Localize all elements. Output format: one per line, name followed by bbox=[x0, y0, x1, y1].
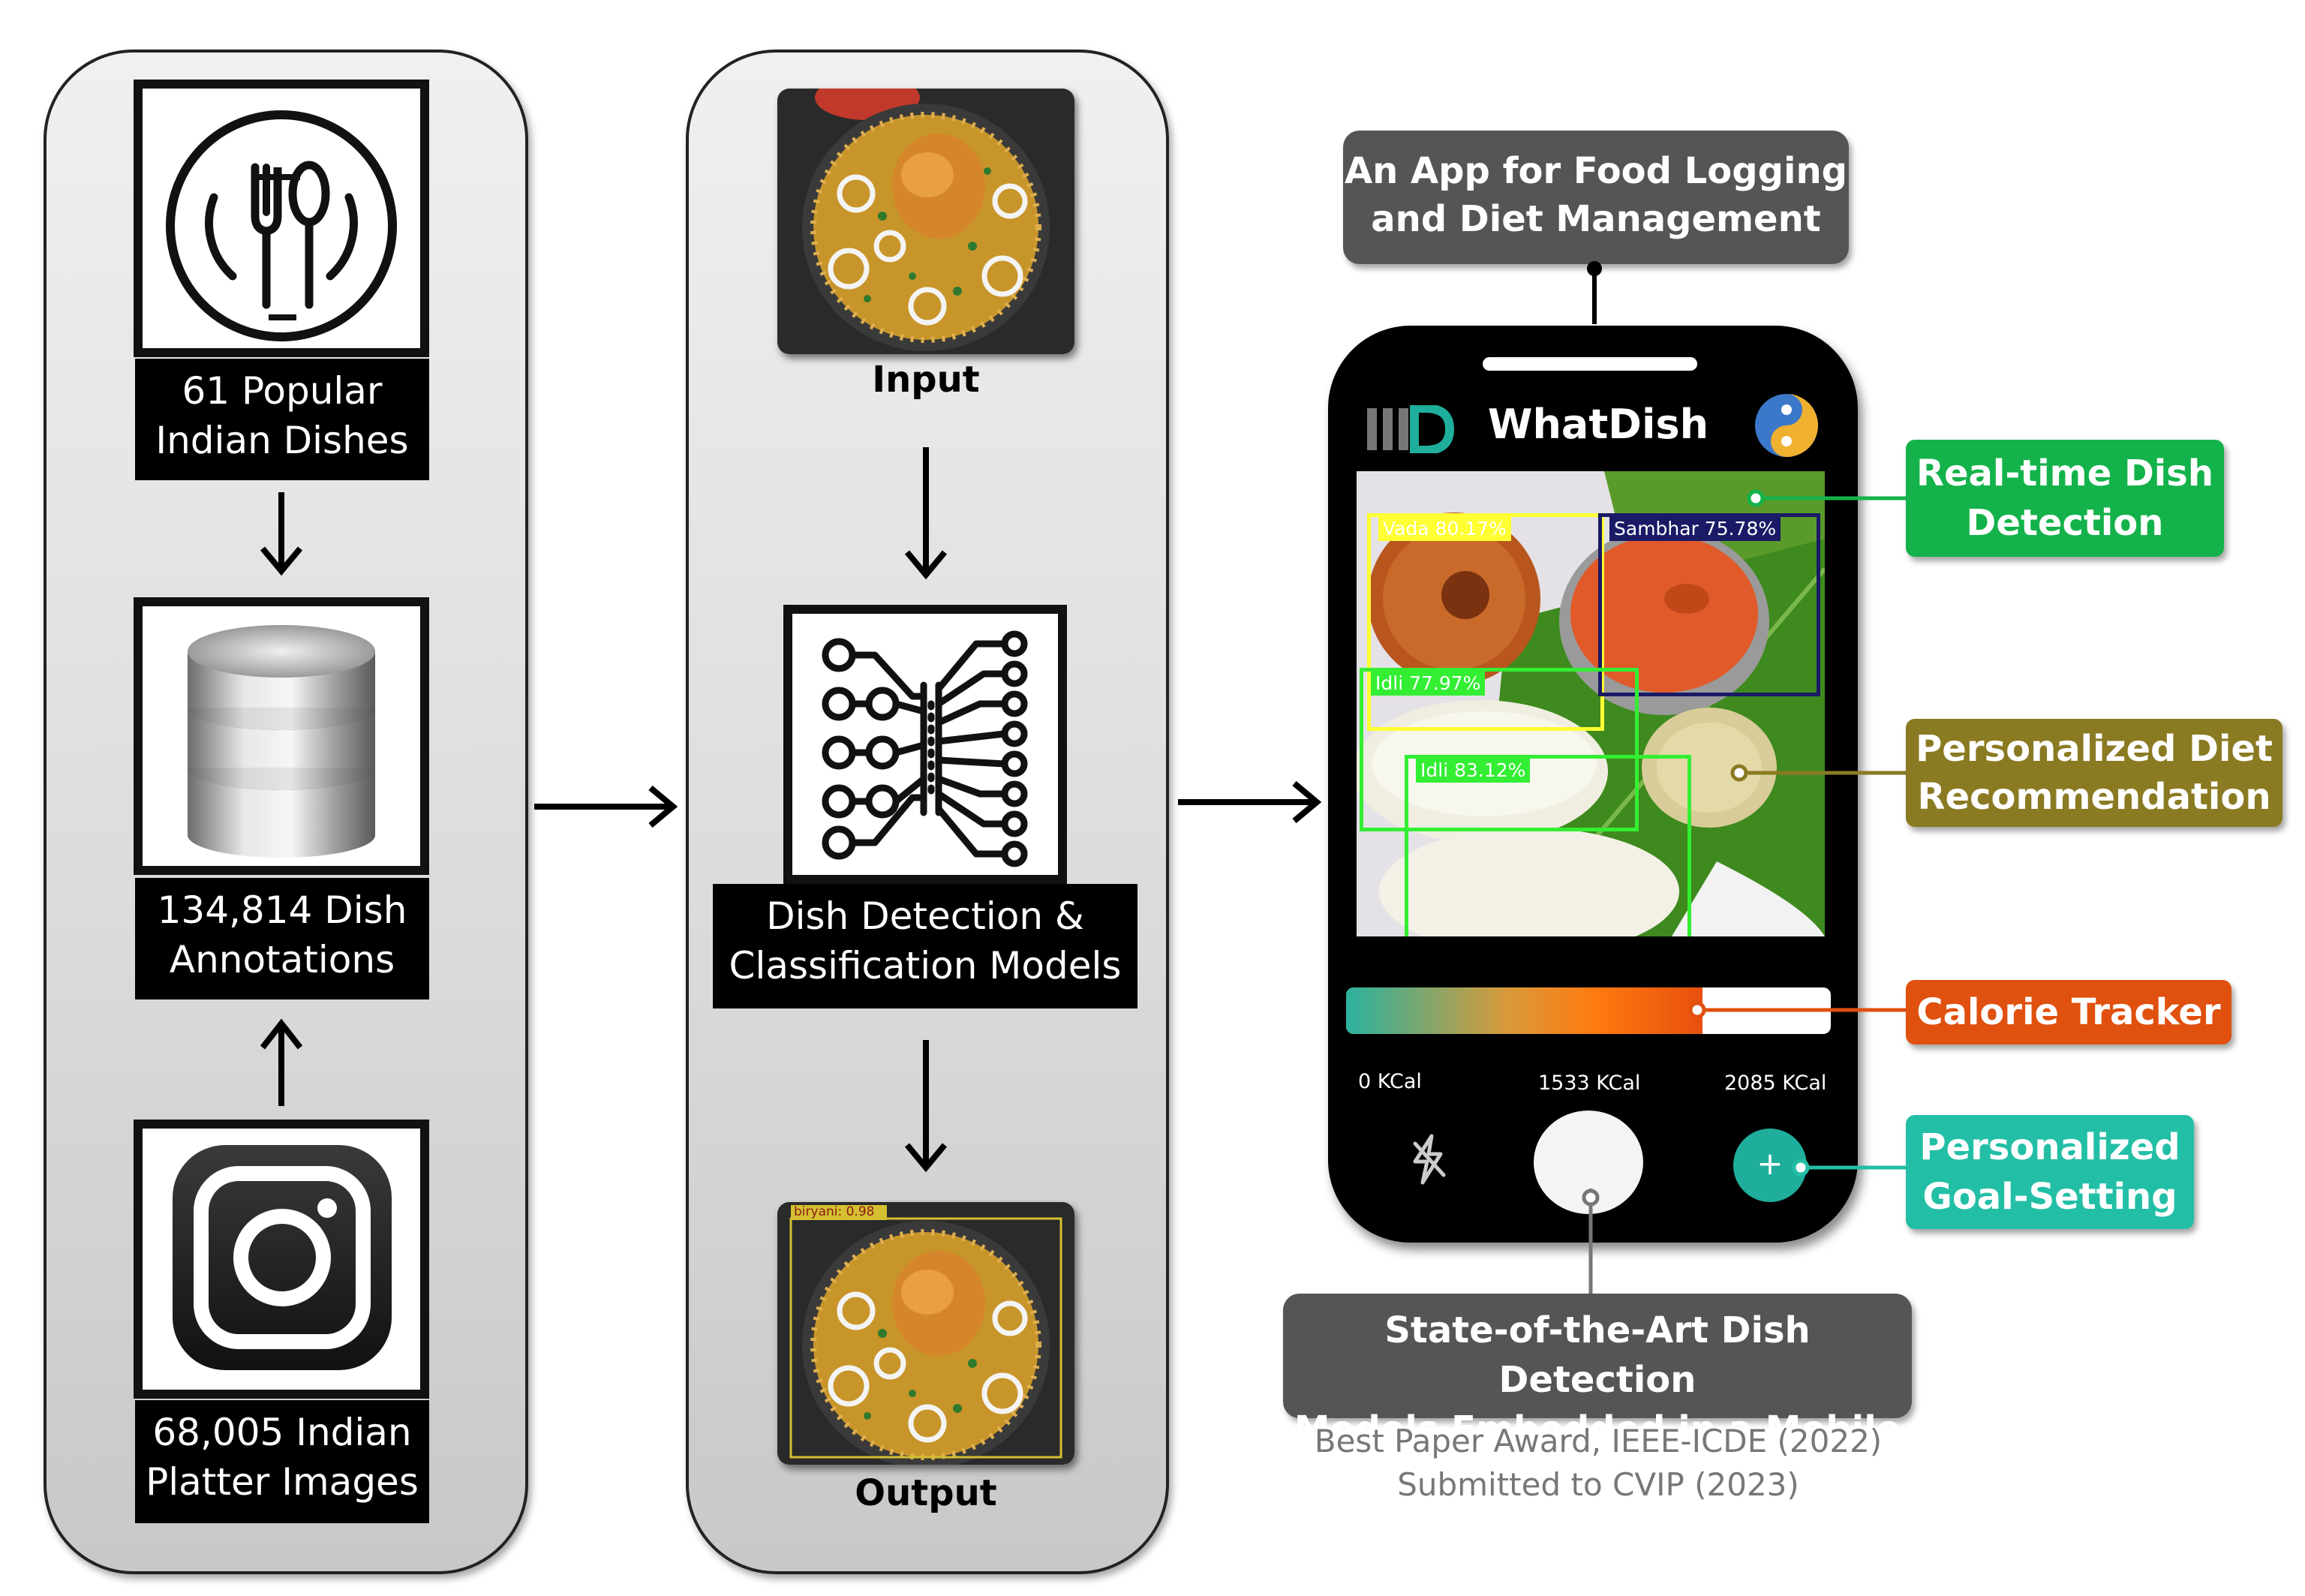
arrow-down-3 bbox=[904, 1040, 948, 1173]
input-food-image bbox=[777, 89, 1074, 354]
app-title-line1: An App for Food Logging bbox=[1345, 150, 1847, 192]
model-label-line1: Dish Detection & bbox=[766, 894, 1084, 938]
add-button[interactable]: + bbox=[1733, 1129, 1807, 1202]
dishes-icon-box bbox=[134, 80, 429, 357]
annotations-label-line2: Annotations bbox=[169, 938, 395, 981]
bottom-callout-line2: Models Embedded in a Mobile bbox=[1294, 1408, 1901, 1450]
camera-view[interactable]: Vada 80.17% Sambhar 75.78% Idli 77.97% I… bbox=[1357, 471, 1825, 936]
calorie-bar-fill bbox=[1346, 987, 1702, 1034]
feature-calorie-tracker: Calorie Tracker bbox=[1906, 980, 2231, 1044]
output-detection-tag: biryani: 0.98 bbox=[794, 1204, 875, 1219]
phone-speaker bbox=[1483, 357, 1697, 371]
detection-tag-sambhar: Sambhar 75.78% bbox=[1609, 517, 1781, 541]
biryani-plate-illustration bbox=[777, 89, 1074, 354]
award-line-2: Submitted to CVIP (2023) bbox=[1397, 1466, 1799, 1503]
images-label-line1: 68,005 Indian bbox=[152, 1411, 412, 1454]
feature-goal-line2: Goal-Setting bbox=[1922, 1176, 2177, 1218]
detection-box-idli-1: Idli 77.97% bbox=[1360, 668, 1639, 831]
output-food-image: biryani: 0.98 bbox=[777, 1202, 1074, 1465]
feature-diet-line2: Recommendation bbox=[1917, 776, 2271, 818]
arrow-right-1 bbox=[534, 785, 678, 828]
detection-tag-idli-2: Idli 83.12% bbox=[1416, 759, 1531, 783]
bottom-callout: State-of-the-Art Dish Detection Models E… bbox=[1283, 1294, 1912, 1450]
dishes-label: 61 Popular Indian Dishes bbox=[135, 359, 429, 480]
app-name: WhatDish bbox=[1487, 401, 1709, 448]
feature-realtime-line2: Detection bbox=[1966, 502, 2164, 544]
feature-realtime-line1: Real-time Dish bbox=[1916, 452, 2213, 494]
annotations-label: 134,814 Dish Annotations bbox=[135, 878, 429, 999]
feature-diet-recommendation: Personalized Diet Recommendation bbox=[1906, 719, 2282, 827]
dishes-label-line2: Indian Dishes bbox=[155, 419, 409, 462]
biryani-plate-detected-illustration bbox=[777, 1202, 1074, 1465]
bottom-callout-line1: State-of-the-Art Dish Detection bbox=[1384, 1309, 1811, 1401]
model-label: Dish Detection & Classification Models bbox=[713, 884, 1137, 1008]
detection-tag-idli-1: Idli 77.97% bbox=[1371, 672, 1486, 696]
title-connector bbox=[1592, 264, 1597, 324]
award-line-1: Best Paper Award, IEEE-ICDE (2022) bbox=[1314, 1423, 1883, 1459]
annotations-icon-box bbox=[134, 597, 429, 875]
app-title-callout: An App for Food Logging and Diet Managem… bbox=[1343, 131, 1849, 264]
arrow-up-1 bbox=[260, 1018, 303, 1106]
add-icon: + bbox=[1757, 1145, 1784, 1182]
detection-tag-vada: Vada 80.17% bbox=[1378, 517, 1511, 541]
python-logo-icon[interactable] bbox=[1753, 392, 1820, 459]
calorie-min-label: 0 KCal bbox=[1358, 1070, 1422, 1093]
annotations-label-line1: 134,814 Dish bbox=[157, 888, 407, 932]
feature-diet-line1: Personalized Diet bbox=[1916, 728, 2273, 770]
database-icon bbox=[188, 625, 375, 858]
app-title-line2: and Diet Management bbox=[1371, 198, 1821, 240]
instagram-icon bbox=[173, 1145, 392, 1370]
feature-realtime-detection: Real-time Dish Detection bbox=[1906, 440, 2224, 557]
title-connector-dot bbox=[1587, 261, 1602, 276]
model-icon-box bbox=[783, 605, 1067, 884]
model-label-line2: Classification Models bbox=[729, 944, 1122, 987]
images-label-line2: Platter Images bbox=[146, 1460, 419, 1504]
feature-calorie-line1: Calorie Tracker bbox=[1916, 991, 2221, 1033]
flash-off-icon[interactable] bbox=[1406, 1133, 1451, 1186]
fork-spoon-plate-icon bbox=[166, 110, 397, 341]
dishes-label-line1: 61 Popular bbox=[182, 369, 383, 413]
detection-box-vada: Vada 80.17% bbox=[1367, 513, 1604, 731]
arrow-right-2 bbox=[1178, 780, 1322, 824]
neural-network-icon bbox=[822, 630, 1028, 867]
iiitd-logo-icon bbox=[1367, 405, 1454, 453]
images-icon-box bbox=[134, 1120, 429, 1399]
feature-goal-line1: Personalized bbox=[1919, 1126, 2180, 1168]
feature-goal-setting: Personalized Goal-Setting bbox=[1906, 1115, 2194, 1229]
images-label: 68,005 Indian Platter Images bbox=[135, 1400, 429, 1523]
detection-box-sambhar: Sambhar 75.78% bbox=[1598, 513, 1820, 696]
arrow-down-2 bbox=[904, 447, 948, 580]
arrow-down-1 bbox=[260, 492, 303, 576]
detection-box-idli-2: Idli 83.12% bbox=[1405, 755, 1691, 936]
south-indian-meal-illustration bbox=[1357, 471, 1825, 936]
calorie-current-label: 1533 KCal bbox=[1538, 1072, 1641, 1095]
input-caption: Input bbox=[872, 359, 980, 401]
calorie-max-label: 2085 KCal bbox=[1724, 1072, 1827, 1095]
output-caption: Output bbox=[855, 1472, 997, 1514]
